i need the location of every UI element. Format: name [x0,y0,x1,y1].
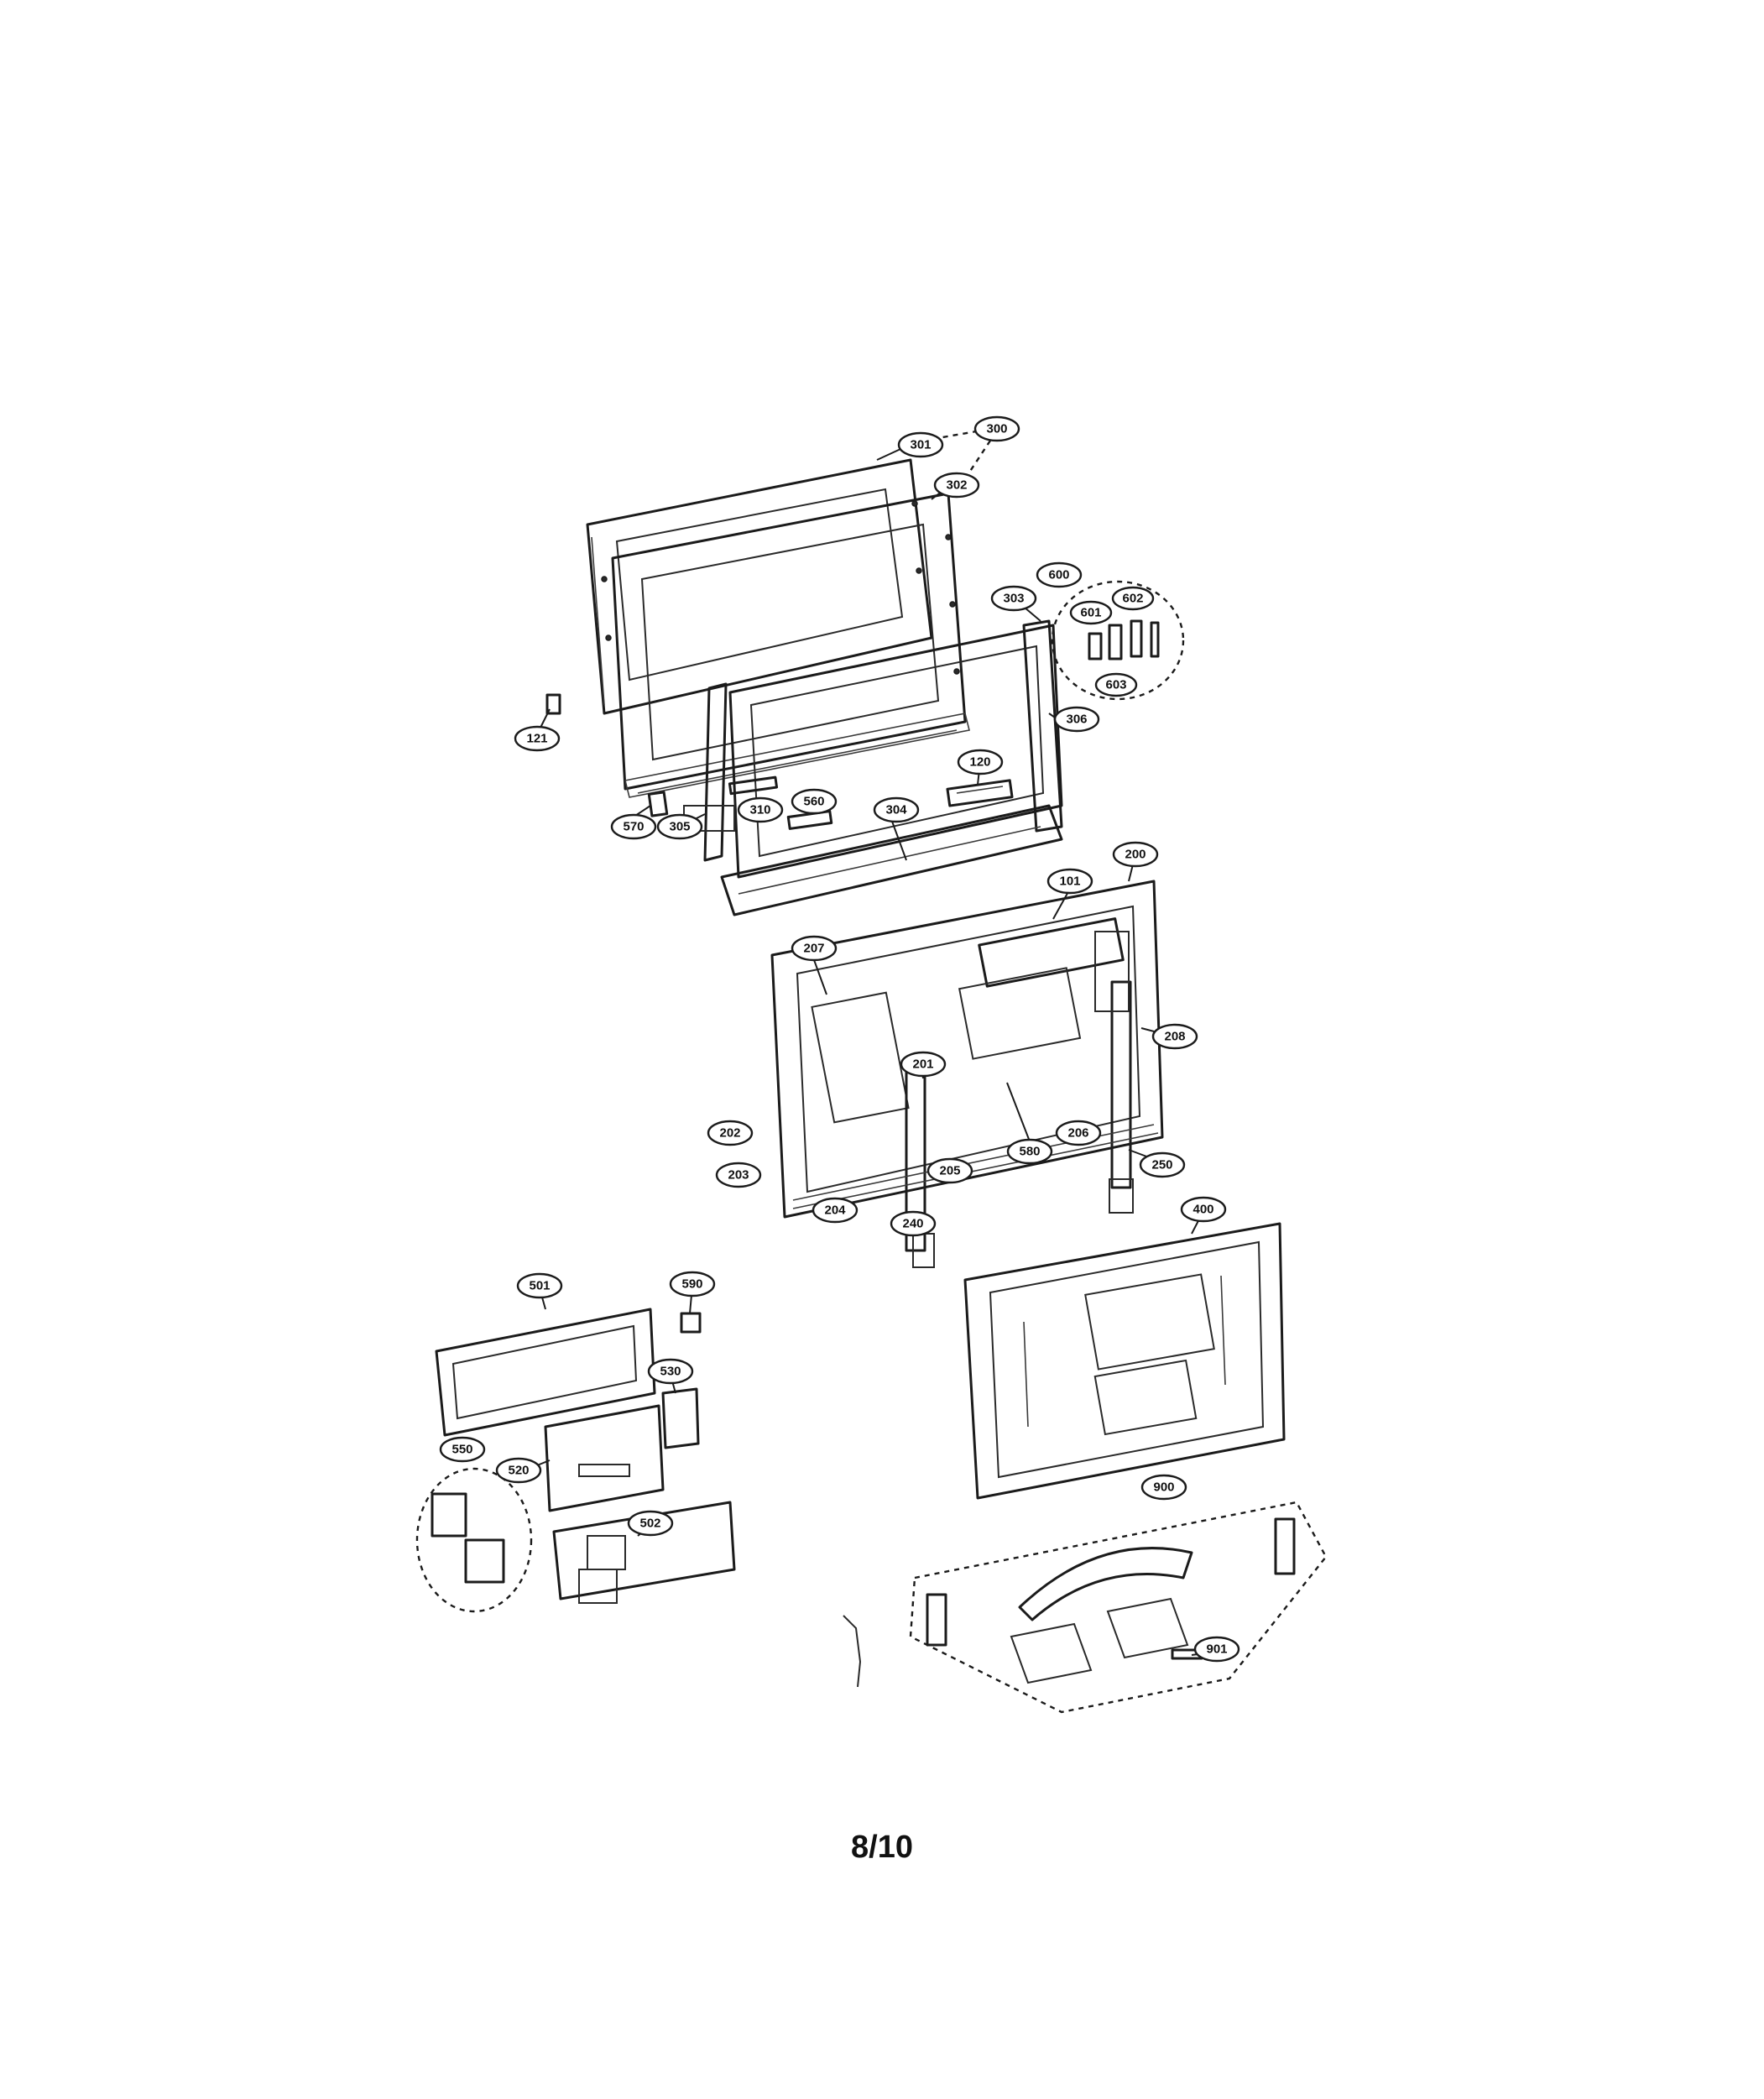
stand-group-900 [909,1501,1328,1714]
callout-301: 301 [897,431,944,458]
svg-text:206: 206 [1067,1126,1088,1141]
callout-305: 305 [656,813,703,840]
side-bracket-306 [1022,619,1063,833]
cover-502 [552,1501,736,1604]
svg-text:530: 530 [660,1365,681,1379]
svg-text:300: 300 [986,422,1007,436]
callout-303: 303 [990,585,1037,612]
callout-530: 530 [647,1358,694,1385]
svg-text:205: 205 [939,1164,960,1178]
callout-304: 304 [873,796,920,823]
speaker-group-550 [415,1467,533,1613]
callout-900: 900 [1140,1474,1187,1501]
svg-text:501: 501 [529,1279,550,1293]
callout-570: 570 [610,813,657,840]
callout-520: 520 [495,1457,542,1484]
callout-502: 502 [627,1510,674,1537]
callout-201: 201 [900,1051,947,1078]
svg-text:502: 502 [639,1517,660,1531]
callout-203: 203 [715,1162,762,1188]
svg-text:520: 520 [508,1464,529,1478]
callout-300: 300 [973,415,1020,442]
svg-text:570: 570 [623,820,644,834]
svg-text:304: 304 [885,803,907,817]
svg-text:301: 301 [910,438,931,452]
svg-text:901: 901 [1206,1642,1227,1657]
svg-text:590: 590 [681,1277,702,1292]
callout-204: 204 [812,1197,859,1224]
svg-text:602: 602 [1122,592,1143,606]
callout-250: 250 [1139,1151,1186,1178]
callout-121: 121 [514,725,561,752]
part-310 [728,775,779,796]
page-number: 8/10 [851,1830,913,1865]
callout-590: 590 [669,1271,716,1298]
callout-501: 501 [516,1272,563,1299]
callout-602: 602 [1111,586,1155,611]
callout-603: 603 [1094,672,1138,697]
callout-580: 580 [1006,1138,1053,1165]
svg-text:240: 240 [902,1217,923,1231]
part-570 [647,791,669,817]
bottom-rail-304 [720,804,1063,916]
svg-text:400: 400 [1193,1203,1213,1217]
callout-202: 202 [707,1120,754,1146]
svg-text:560: 560 [803,795,824,809]
loose-cable [843,1615,862,1688]
callout-306: 306 [1053,706,1100,733]
svg-text:208: 208 [1164,1030,1185,1044]
part-121 [545,693,561,715]
board-530 [661,1387,700,1449]
callout-205: 205 [926,1157,973,1184]
part-560 [786,810,833,830]
svg-text:550: 550 [451,1443,472,1457]
key-group-600 [1051,580,1185,701]
svg-text:310: 310 [749,803,770,817]
speaker-120 [946,779,1014,807]
svg-text:580: 580 [1019,1145,1040,1159]
part-590 [680,1312,702,1334]
callout-240: 240 [890,1210,937,1237]
svg-text:303: 303 [1003,592,1024,606]
svg-text:900: 900 [1153,1480,1174,1495]
callout-120: 120 [957,749,1004,775]
svg-text:202: 202 [719,1126,740,1141]
svg-text:305: 305 [669,820,690,834]
board-bracket-501 [435,1308,656,1437]
callout-206: 206 [1055,1120,1102,1146]
svg-text:101: 101 [1059,875,1080,889]
svg-text:121: 121 [526,732,547,746]
callout-200: 200 [1112,841,1159,868]
callout-550: 550 [439,1436,486,1463]
front-glass-302 [611,492,970,798]
main-board-520 [544,1404,665,1512]
svg-text:600: 600 [1048,568,1069,582]
svg-text:302: 302 [946,478,967,493]
callout-601: 601 [1069,600,1113,625]
back-cover-400 [963,1222,1286,1500]
callout-208: 208 [1151,1023,1198,1050]
callout-560: 560 [791,788,838,815]
svg-text:201: 201 [912,1057,933,1072]
front-cabinet-301 [586,458,933,715]
callout-400: 400 [1180,1196,1227,1223]
callout-302: 302 [933,472,980,499]
svg-text:120: 120 [969,755,990,770]
svg-text:204: 204 [824,1204,846,1218]
callout-101: 101 [1046,868,1093,895]
svg-text:250: 250 [1151,1158,1172,1172]
svg-text:306: 306 [1066,713,1087,727]
svg-text:203: 203 [728,1168,749,1183]
svg-text:200: 200 [1125,848,1146,862]
callout-310: 310 [737,796,784,823]
callout-901: 901 [1193,1636,1240,1663]
svg-text:207: 207 [803,942,824,956]
svg-text:601: 601 [1080,606,1101,620]
callout-600: 600 [1036,561,1083,588]
svg-text:603: 603 [1105,678,1126,692]
callout-207: 207 [791,935,838,962]
